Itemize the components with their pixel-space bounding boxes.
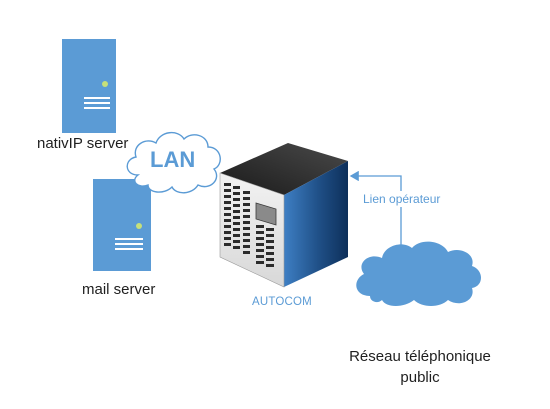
pbx-cube-icon <box>219 143 348 288</box>
nativip-server <box>62 39 116 133</box>
server-icon <box>62 39 116 133</box>
mail-server-label: mail server <box>82 281 156 298</box>
lan-label: LAN <box>150 147 196 172</box>
cloud-icon <box>126 132 221 194</box>
server-icon <box>93 179 151 271</box>
lan-cloud: LAN <box>120 125 228 197</box>
nativip-server-label: nativIP server <box>37 135 129 152</box>
pstn-label: Réseau téléphonique public <box>322 346 518 388</box>
autocom-pbx <box>218 139 350 289</box>
pstn-cloud <box>352 238 484 308</box>
mail-server <box>93 179 151 271</box>
pstn-label-line-1: Réseau téléphonique <box>349 348 491 365</box>
cloud-icon <box>356 241 481 306</box>
pstn-label-line-2: public <box>400 369 440 386</box>
autocom-label: AUTOCOM <box>252 296 312 308</box>
operator-link-label: Lien opérateur <box>361 191 443 207</box>
